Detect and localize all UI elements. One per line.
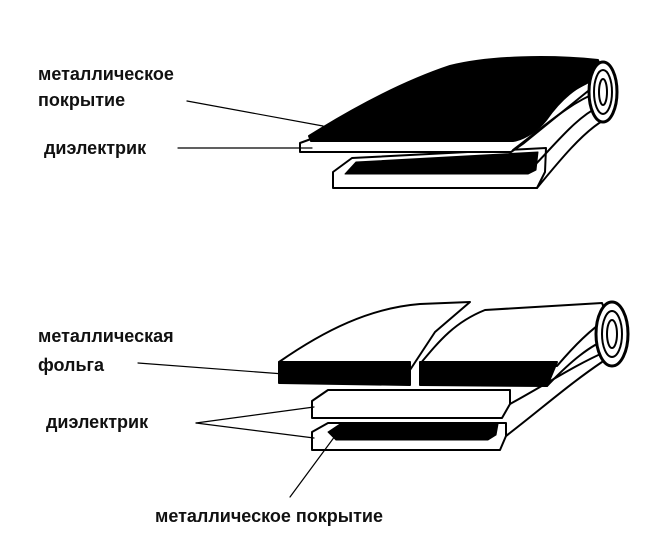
top-return-strip-1: [499, 79, 594, 141]
bottom-right-foil-top: [419, 302, 609, 367]
bottom-foil-leader: [137, 362, 285, 375]
bottom-lower-coating: [327, 423, 499, 441]
bottom-coating-leader: [289, 431, 339, 498]
bottom-foil-label-line2: фольга: [38, 355, 105, 375]
bottom-roll-inner: [606, 319, 618, 349]
top-coating-leader: [186, 100, 324, 127]
top-roll-inner: [598, 78, 608, 106]
bottom-coating-label: металлическое покрытие: [155, 506, 383, 526]
top-dielectric-label: диэлектрик: [44, 138, 147, 158]
bottom-foil-label-line1: металлическая: [38, 326, 174, 346]
top-coating-label-line2: покрытие: [38, 90, 126, 110]
top-lower-coating: [344, 151, 539, 175]
bottom-roll-mid: [601, 310, 623, 358]
top-capacitor-roll: [299, 56, 619, 189]
bottom-dielectric-leader-1: [195, 406, 315, 424]
top-return-strip-4: [536, 119, 605, 189]
bottom-middle-dielectric-strip: [311, 389, 511, 419]
bottom-left-foil-top: [278, 301, 471, 371]
bottom-dielectric-label: диэлектрик: [46, 412, 149, 432]
bottom-dielectric-leader-2: [195, 422, 315, 439]
bottom-left-foil-edge: [278, 361, 411, 386]
top-coating-label-line1: металлическое: [38, 64, 174, 84]
bottom-return-strip-3: [505, 361, 603, 437]
bottom-capacitor-roll: [278, 300, 630, 451]
top-upper-metal-coating: [308, 56, 604, 142]
bottom-return-strip-2: [509, 351, 606, 405]
top-roll-mid: [593, 69, 613, 115]
bottom-right-foil-edge: [419, 361, 558, 387]
